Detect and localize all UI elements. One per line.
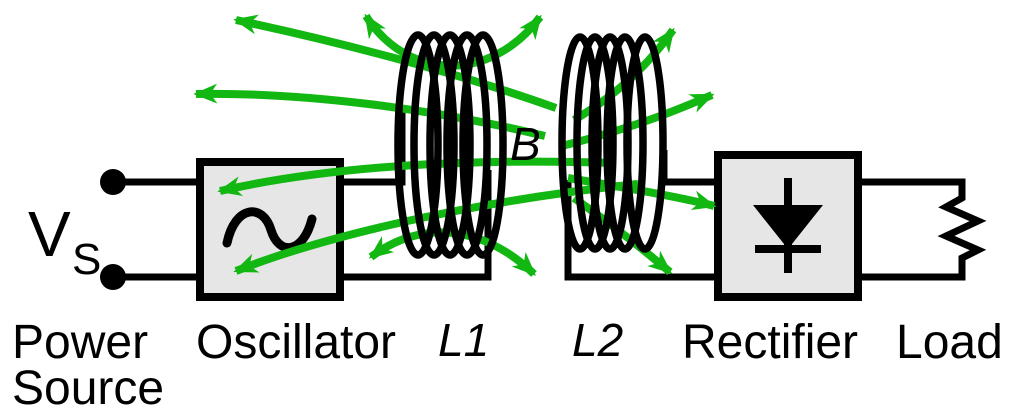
source-voltage-subscript: S [72,235,101,284]
coil-l2-label: L2 [572,314,623,366]
coil-l2-turn [573,33,617,253]
terminal-dot-bottom [100,264,126,290]
diode-icon [753,178,823,273]
coil-l1 [394,31,507,259]
field-line-right [561,91,715,150]
sine-wave-icon [222,207,317,252]
rectifier-label: Rectifier [682,316,858,369]
coil-l2-turn [623,33,667,253]
diode-triangle [753,205,823,249]
wire-l2-to-rectifier [660,150,718,186]
load-label: Load [896,316,1003,369]
coil-l1-label: L1 [438,314,489,366]
power-source: V S [28,169,126,290]
coil-l1-turn [459,31,507,259]
field-label: B [510,118,541,170]
coil-l1-turn [394,31,442,259]
coil-l2-turn [603,33,647,253]
labels: B Power Source Oscillator L1 L2 Rectifie… [12,118,1003,415]
field-line-upper-left [233,14,558,112]
field-line-left [193,83,546,140]
coil-l1-turn [410,31,458,259]
source-voltage-symbol: V [28,198,71,270]
power-source-label-line2: Source [12,362,164,415]
coil-l1-turn [426,31,474,259]
terminal-dot-top [100,169,126,195]
power-source-label-line1: Power [12,316,148,369]
coil-l2-turn [558,33,602,253]
oscillator-label: Oscillator [196,316,396,369]
rectifier-block [714,151,862,301]
wire-load-resistor [858,178,987,281]
coil-l1-turn [443,31,491,259]
field-line-into-oscillator-top [217,157,615,197]
coil-l2 [558,33,667,253]
